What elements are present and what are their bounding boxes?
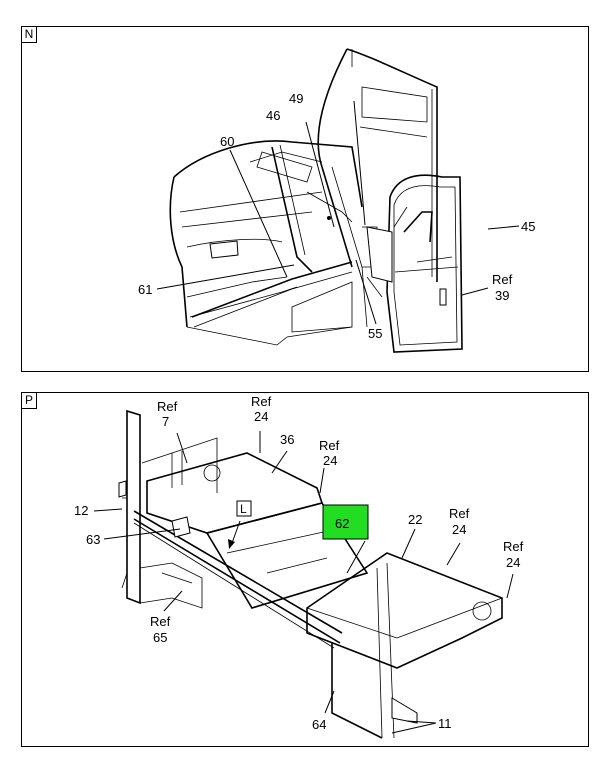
- view-panel-n: N: [21, 26, 589, 372]
- callout-60: 60: [220, 134, 234, 149]
- callout-11: 11: [438, 716, 452, 731]
- callout-ref-7-num: 7: [162, 414, 169, 429]
- callout-ref-24d-ref: Ref: [503, 539, 524, 554]
- leader-ref65: [163, 590, 183, 612]
- leader-11: [391, 722, 437, 734]
- callout-55: 55: [368, 326, 382, 341]
- callout-64: 64: [312, 717, 326, 732]
- leader-11b: [406, 720, 437, 724]
- leader-ref39: [461, 287, 489, 296]
- callout-63: 63: [86, 532, 100, 547]
- view-l-arrow: [231, 520, 241, 544]
- leader-60: [229, 149, 288, 278]
- leader-49: [353, 100, 366, 226]
- callout-ref-24c-ref: Ref: [449, 506, 470, 521]
- leader-ref7: [176, 432, 188, 464]
- leader-ref24-c: [446, 542, 461, 566]
- callout-ref-65-ref: Ref: [150, 614, 171, 629]
- floor-panel-drawing: 62 L Ref 7 Ref 24 36 Ref 24 12 22 Ref 24…: [74, 394, 524, 739]
- leader-61: [156, 264, 295, 290]
- callout-ref-7-ref: Ref: [157, 399, 178, 414]
- panel-label-n: N: [22, 27, 37, 43]
- callout-ref-24b-ref: Ref: [319, 438, 340, 453]
- callout-ref-24c-num: 24: [452, 522, 466, 537]
- callout-ref-65-num: 65: [153, 630, 167, 645]
- leader-ref24-b: [319, 467, 325, 494]
- callout-49: 49: [289, 91, 303, 106]
- callout-62-highlight: [322, 504, 369, 540]
- leader-63: [103, 528, 181, 540]
- callout-36: 36: [280, 432, 294, 447]
- leader-45: [487, 225, 520, 230]
- panel-label-p: P: [22, 393, 37, 409]
- callout-45: 45: [521, 219, 535, 234]
- leader-62: [346, 540, 366, 574]
- leader-46: [305, 121, 335, 228]
- leader-64: [324, 690, 335, 714]
- view-l-box: [236, 500, 252, 517]
- view-panel-p: P: [21, 392, 589, 747]
- callout-ref-39-num: 39: [495, 288, 509, 303]
- callout-ref-39-ref: Ref: [492, 272, 513, 287]
- callout-62: 62: [335, 516, 349, 531]
- leader-55: [355, 259, 377, 325]
- callout-22: 22: [408, 512, 422, 527]
- callout-ref-24a-ref: Ref: [251, 394, 272, 409]
- callout-ref-24b-num: 24: [323, 453, 337, 468]
- callout-61: 61: [138, 282, 152, 297]
- leader-36: [271, 450, 288, 474]
- leader-ref24-d: [506, 573, 514, 599]
- leader-22: [401, 528, 416, 559]
- leader-12: [93, 508, 123, 512]
- cab-door-drawing: 49 46 60 45 Ref 39 61 55: [138, 48, 535, 353]
- callout-ref-24d-num: 24: [506, 555, 520, 570]
- view-l-label: L: [240, 502, 247, 516]
- callout-46: 46: [266, 108, 280, 123]
- callout-ref-24a-num: 24: [254, 409, 268, 424]
- callout-12: 12: [74, 503, 88, 518]
